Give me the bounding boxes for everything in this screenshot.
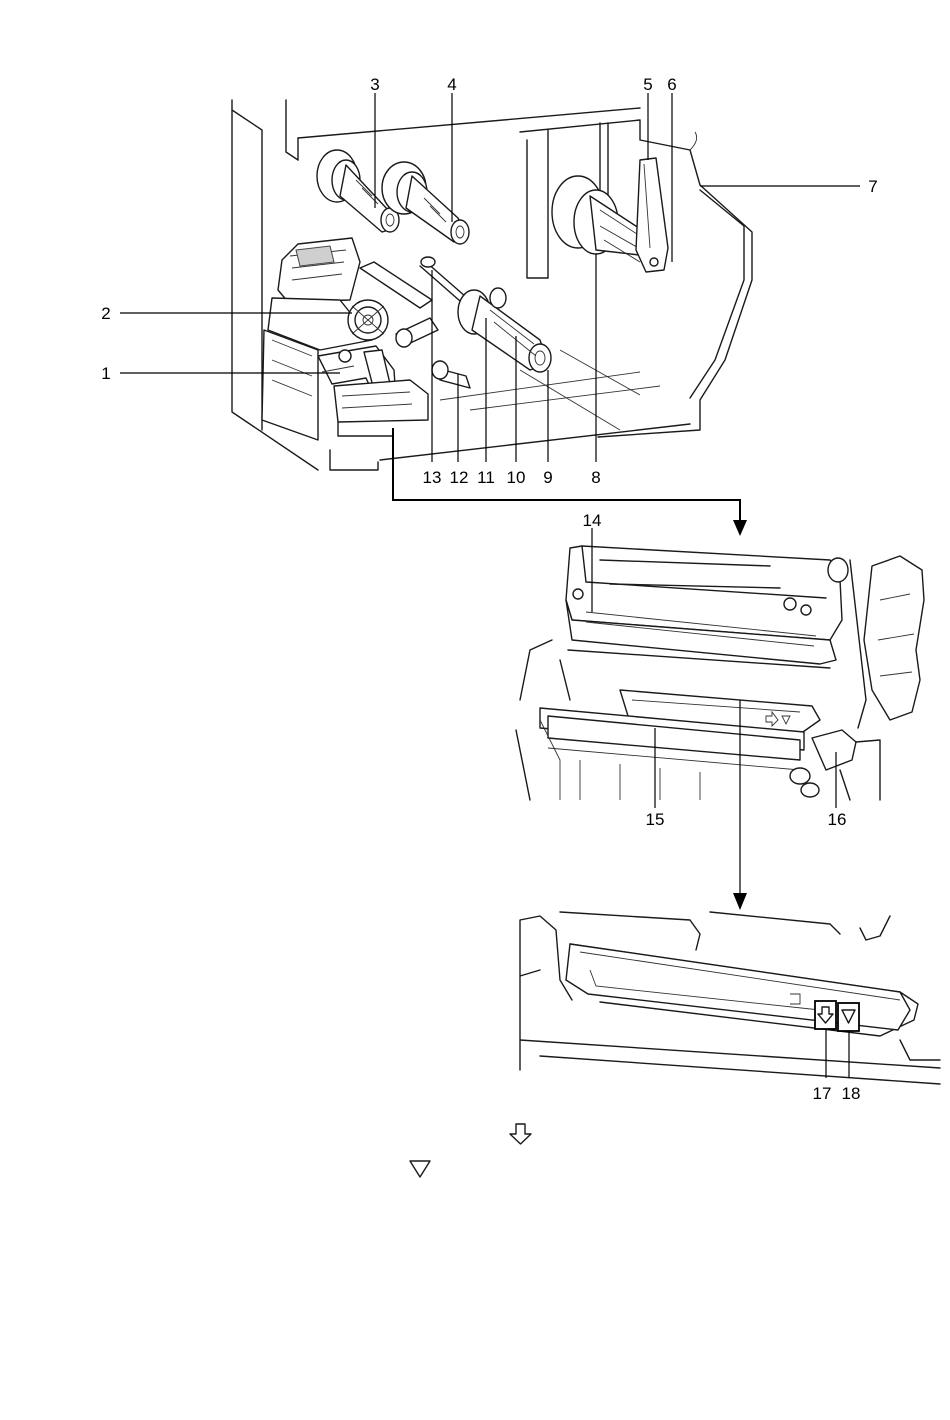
callout-11: 11	[477, 468, 495, 487]
sensor-markings-detail-illustration	[520, 912, 940, 1084]
paper-feed-direction-marker	[815, 1001, 836, 1029]
callout-3: 3	[370, 75, 379, 94]
detail-connector-arrow-2	[733, 893, 747, 910]
hollow-down-arrow-icon	[510, 1124, 531, 1144]
label-supply-guard	[636, 158, 668, 272]
callout-1: 1	[101, 364, 110, 383]
callout-14: 14	[583, 511, 602, 530]
callout-10: 10	[507, 468, 526, 487]
callout-6: 6	[667, 75, 676, 94]
detail-connector-arrow-1	[393, 428, 747, 536]
callout-5: 5	[643, 75, 652, 94]
down-triangle-icon	[410, 1161, 430, 1177]
callout-13: 13	[423, 468, 442, 487]
callout-2: 2	[101, 304, 110, 323]
printer-interior-illustration	[120, 93, 860, 470]
top-callout-leaders	[120, 93, 860, 462]
print-head-detail-illustration	[516, 528, 924, 896]
callout-8: 8	[591, 468, 600, 487]
label-rewind-spindle	[458, 288, 551, 372]
print-head-mechanism	[262, 238, 506, 440]
callout-15: 15	[646, 810, 665, 829]
callout-16: 16	[828, 810, 847, 829]
ribbon-rewind-spindle	[382, 162, 469, 244]
callout-18: 18	[842, 1084, 861, 1103]
sensor-position-marker	[838, 1003, 859, 1031]
callout-7: 7	[868, 177, 877, 196]
callout-4: 4	[447, 75, 456, 94]
callout-17: 17	[813, 1084, 832, 1103]
print-head-pressure-knob	[348, 300, 388, 340]
callout-12: 12	[450, 468, 469, 487]
callout-9: 9	[543, 468, 552, 487]
